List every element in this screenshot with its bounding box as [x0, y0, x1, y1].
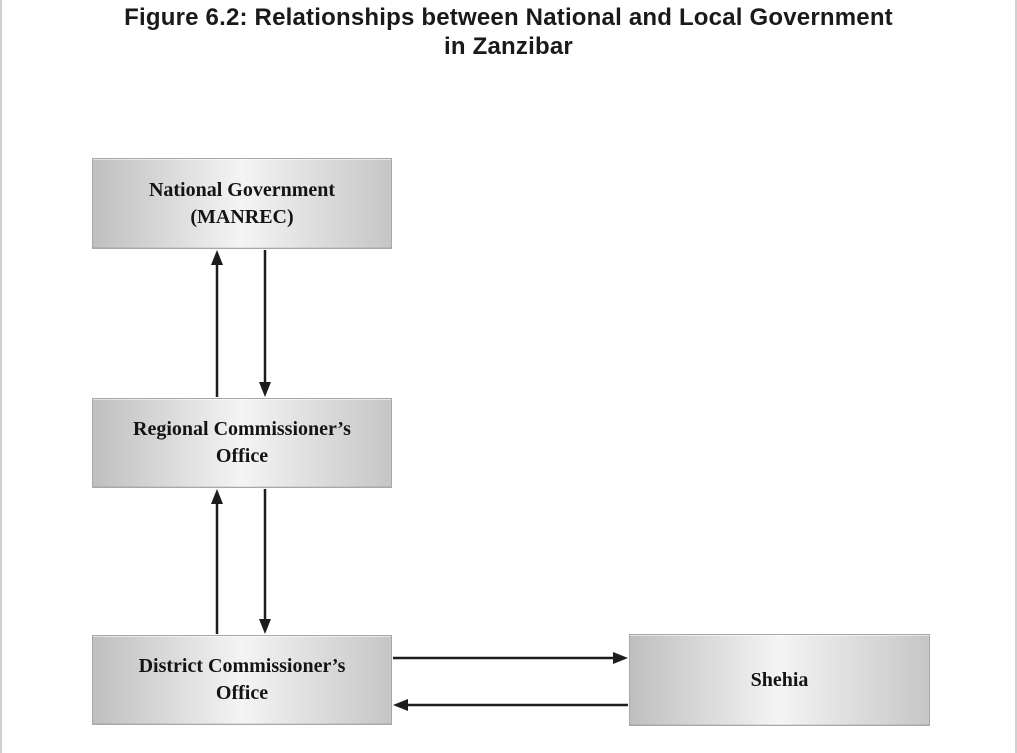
- arrow-national-to-regional: [259, 250, 271, 397]
- figure-title-line2: in Zanzibar: [444, 33, 573, 60]
- node-district-commissioners-office: District Commissioner’s Office: [92, 635, 392, 725]
- figure-title-line1: Figure 6.2: Relationships between Nation…: [124, 4, 893, 31]
- arrow-shehia-to-district: [393, 699, 628, 711]
- figure-title: Figure 6.2: Relationships between Nation…: [2, 3, 1015, 61]
- node-district-commissioners-office-label-line2: Office: [215, 682, 269, 704]
- arrow-regional-to-district: [259, 489, 271, 634]
- arrow-regional-to-national: [211, 250, 223, 397]
- node-regional-commissioners-office: Regional Commissioner’s Office: [92, 398, 392, 488]
- node-district-commissioners-office-label-line1: District Commissioner’s: [138, 655, 346, 677]
- node-shehia-label-line1: Shehia: [750, 668, 809, 691]
- node-national-government: National Government (MANREC): [92, 158, 392, 249]
- arrow-district-to-shehia: [393, 652, 628, 664]
- arrow-district-to-regional: [211, 489, 223, 634]
- node-shehia: Shehia: [629, 634, 930, 726]
- node-national-government-label-line1: National Government: [148, 178, 336, 201]
- node-national-government-label-line2: (MANREC): [190, 205, 294, 228]
- node-regional-commissioners-office-label-line2: Office: [215, 445, 269, 467]
- node-regional-commissioners-office-label-line1: Regional Commissioner’s: [133, 418, 351, 440]
